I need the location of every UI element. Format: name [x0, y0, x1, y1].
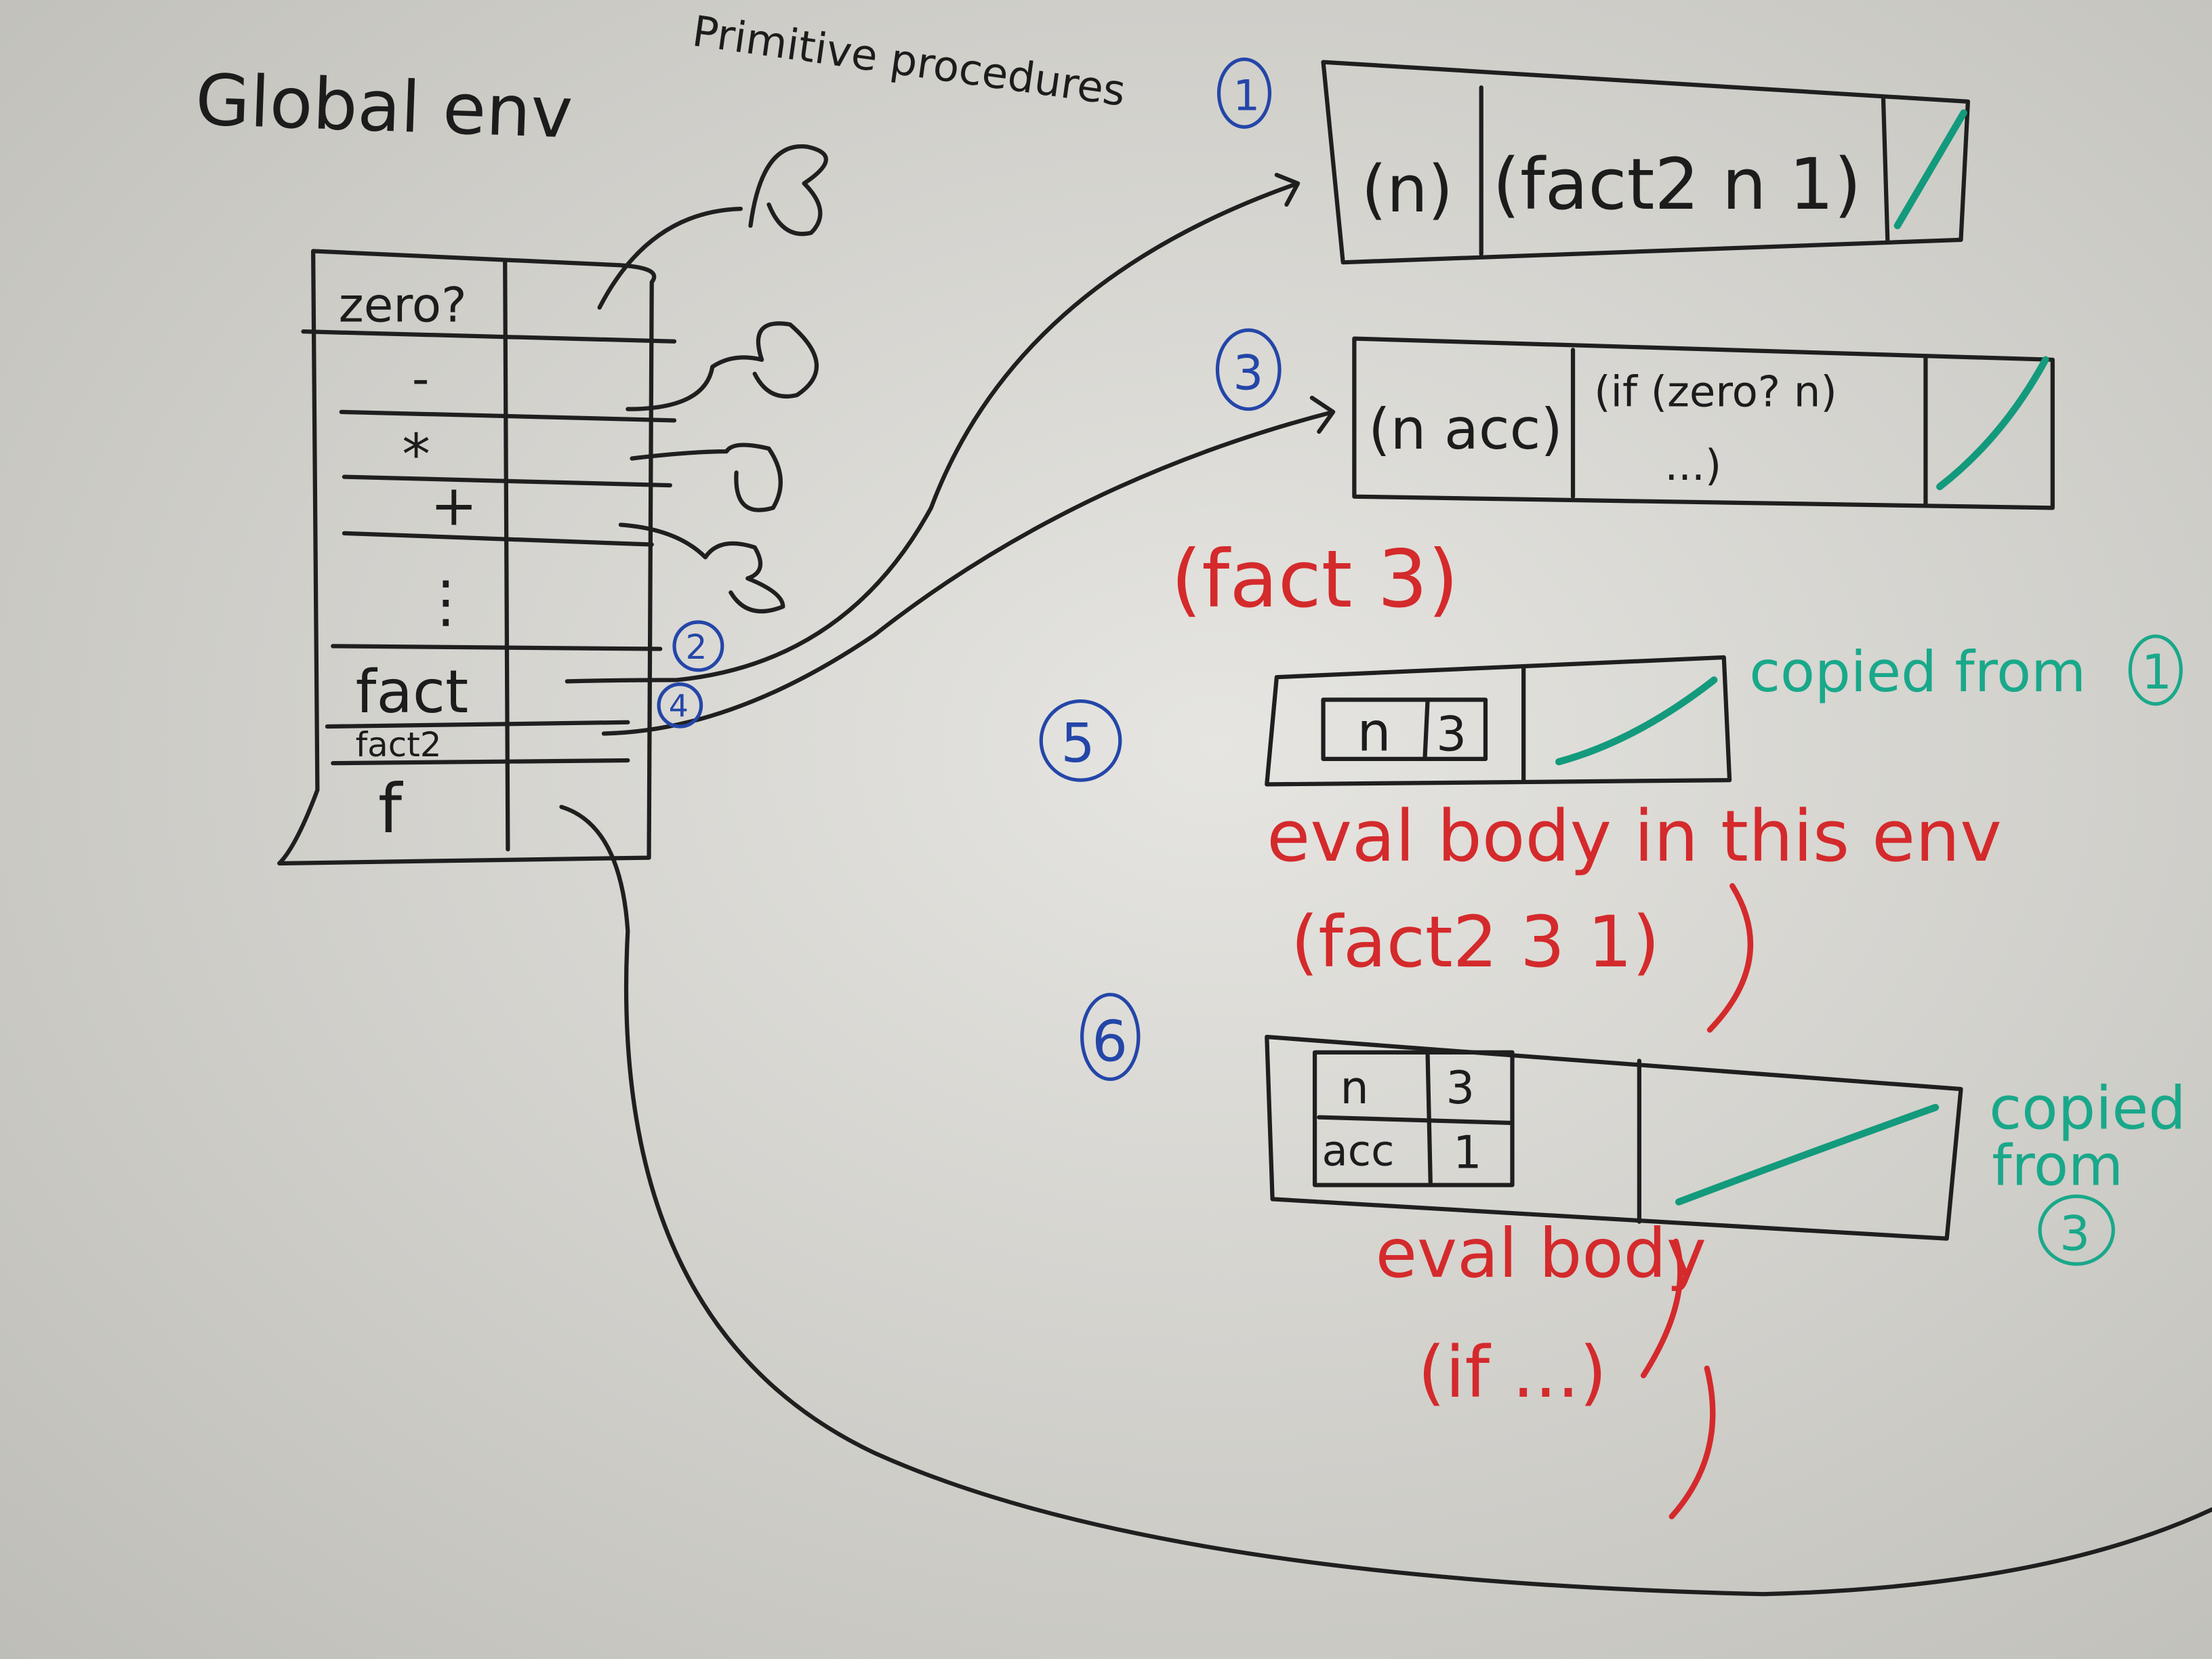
binding-fact2: fact2 [356, 725, 442, 764]
fact-params: (n) [1361, 151, 1453, 227]
svg-text:3: 3 [2060, 1205, 2090, 1261]
global-env-title: Global env [194, 58, 574, 154]
binding-minus: - [412, 350, 430, 407]
svg-text:1: 1 [1233, 70, 1260, 120]
red-parens [1640, 1238, 1716, 1519]
procedure-object-fact2 [1352, 336, 2055, 510]
marker-5: 5 [1039, 699, 1122, 782]
call-fact-3: (fact 3) [1171, 534, 1458, 626]
frame6-val-acc: 1 [1453, 1126, 1481, 1179]
binding-ellipsis: ⋮ [417, 569, 474, 634]
marker-4: 4 [657, 682, 703, 729]
binding-plus: + [430, 472, 478, 538]
frame6-copied: copied [1989, 1073, 2186, 1143]
svg-text:1: 1 [2142, 644, 2172, 700]
body-if: (if ...) [1418, 1331, 1607, 1414]
marker-6: 6 [1080, 992, 1141, 1082]
frame5-ref-marker: 1 [2128, 634, 2183, 706]
fact2-pointer-arrow [601, 395, 1336, 736]
environment-frame-6 [1265, 1034, 1963, 1241]
eval-body-in-this-env: eval body in this env [1267, 795, 2001, 878]
fact2-body-line1: (if (zero? n) [1594, 367, 1837, 417]
marker-2: 2 [672, 620, 724, 672]
marker-1: 1 [1216, 57, 1272, 129]
frame6-var-n: n [1340, 1061, 1369, 1114]
frame5-copied-from: copied from [1749, 639, 2086, 705]
fact-pointer-arrow [565, 173, 1300, 684]
binding-f: f [378, 769, 404, 848]
binding-times: * [402, 422, 430, 487]
f-pointer-line [559, 804, 2212, 1597]
svg-text:4: 4 [669, 687, 689, 724]
fact-body: (fact2 n 1) [1492, 143, 1861, 226]
environment-frame-5 [1265, 655, 1732, 787]
primitive-procedure-blobs [597, 144, 828, 614]
svg-text:6: 6 [1092, 1008, 1128, 1074]
procedure-object-fact [1321, 60, 1970, 265]
call-fact2-3-1: (fact2 3 1) [1291, 901, 1660, 983]
binding-fact: fact [356, 657, 469, 726]
frame6-ref-marker: 3 [2038, 1194, 2115, 1266]
frame5-var: n [1357, 701, 1391, 763]
fact2-body-line2: ...) [1664, 441, 1721, 490]
frame6-var-acc: acc [1322, 1126, 1394, 1175]
svg-text:5: 5 [1061, 712, 1094, 775]
red-paren [1706, 883, 1753, 1033]
binding-zero: zero? [339, 277, 467, 333]
fact2-params: (n acc) [1368, 396, 1563, 462]
frame5-val: 3 [1436, 705, 1467, 762]
frame6-from: from [1992, 1133, 2123, 1199]
global-env-frame [277, 249, 677, 866]
svg-text:3: 3 [1233, 345, 1263, 401]
marker-3: 3 [1215, 328, 1282, 411]
eval-body: eval body [1376, 1214, 1706, 1293]
frame6-val-n: 3 [1446, 1061, 1475, 1114]
svg-text:2: 2 [686, 628, 708, 667]
